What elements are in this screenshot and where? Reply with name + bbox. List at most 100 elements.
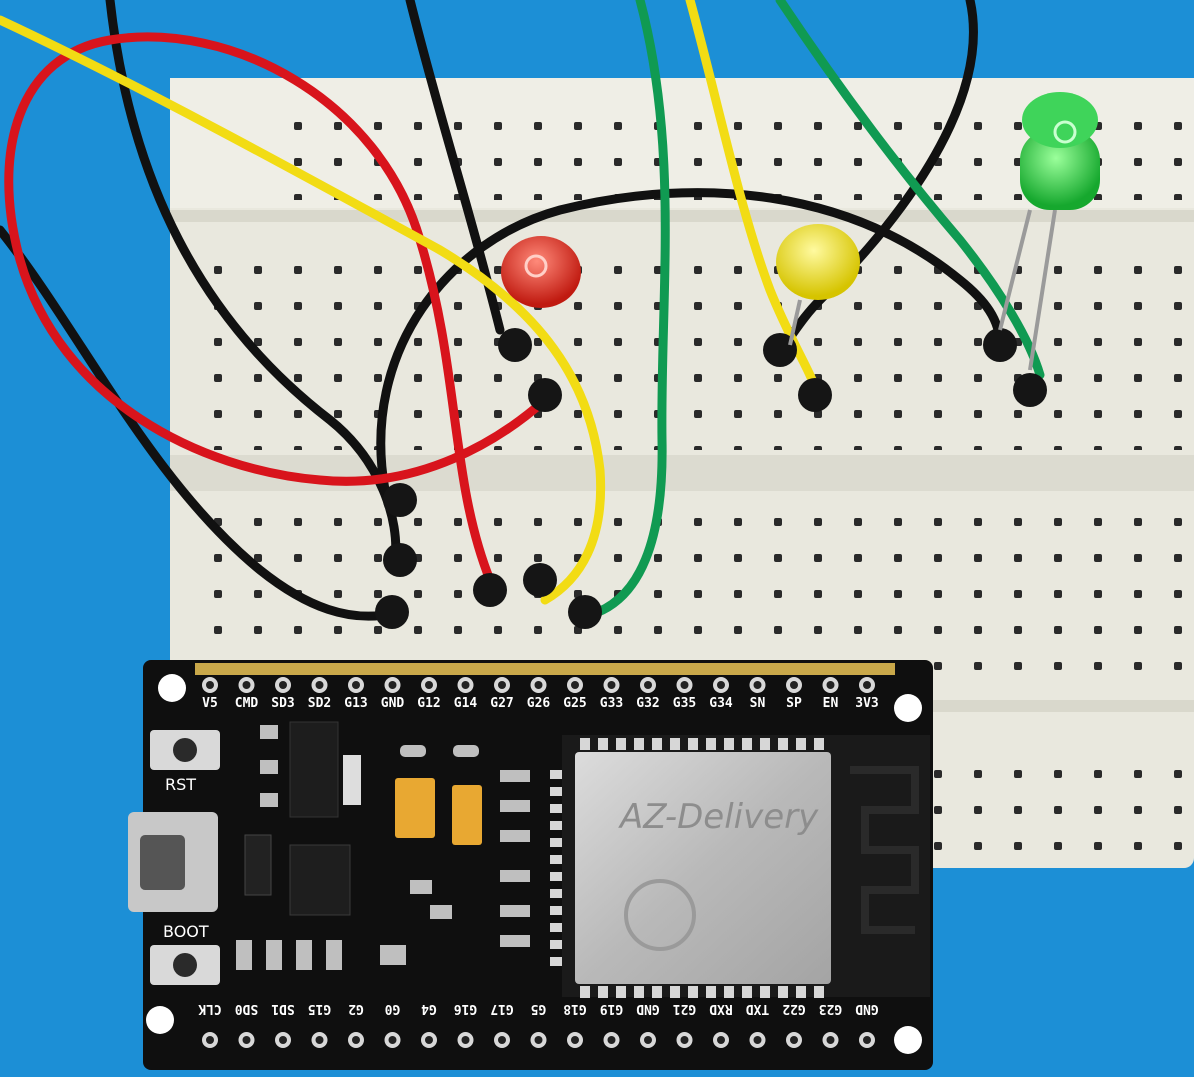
led-yellow	[776, 224, 860, 346]
module-pad	[550, 838, 562, 847]
module-pad	[652, 738, 662, 750]
bottom-pin-label: GND	[636, 1001, 660, 1016]
top-pin-label: 3V3	[855, 696, 878, 711]
module-pad	[550, 770, 562, 779]
module-pad	[580, 738, 590, 750]
top-pin-label: SD2	[308, 696, 331, 711]
voltage-regulator	[289, 721, 339, 818]
bottom-pin-label: SD1	[271, 1001, 295, 1016]
top-pin-label: SN	[750, 696, 766, 711]
module-brand-label: AZ-Delivery	[618, 797, 819, 837]
black-wire-4	[376, 188, 1005, 495]
module-pad	[724, 738, 734, 750]
capacitor-1	[395, 778, 435, 838]
module-pad	[778, 986, 788, 998]
bottom-pin-label: G22	[782, 1001, 805, 1016]
module-pad	[814, 986, 824, 998]
module-pad	[550, 855, 562, 864]
boot-button[interactable]	[150, 945, 220, 985]
top-header-pins	[202, 677, 875, 693]
module-pad	[670, 738, 680, 750]
smd-components	[236, 725, 530, 970]
module-pad	[634, 738, 644, 750]
top-pin-label: G12	[417, 696, 440, 711]
bottom-pin-label: G2	[348, 1001, 364, 1016]
bottom-pin-label: G4	[421, 1001, 437, 1016]
bottom-pin-label: TXD	[746, 1001, 770, 1016]
terminal-strip-bottom-holes	[195, 500, 1194, 690]
bottom-pin-label: RXD	[709, 1001, 733, 1016]
module-pad	[550, 804, 562, 813]
top-pin-label: G32	[636, 696, 659, 711]
bottom-pin-label: SD0	[235, 1001, 259, 1016]
module-pad	[760, 738, 770, 750]
top-pin-label: SD3	[271, 696, 294, 711]
top-pin-label: V5	[202, 696, 218, 711]
boot-label: BOOT	[163, 922, 209, 941]
yellow-wire-1	[0, 15, 606, 605]
top-pin-label: GND	[381, 696, 405, 711]
module-pad	[688, 738, 698, 750]
module-pad	[550, 923, 562, 932]
module-pad	[670, 986, 680, 998]
module-pad	[550, 787, 562, 796]
module-pad	[550, 940, 562, 949]
led-green	[998, 92, 1100, 371]
bottom-pin-label: G19	[600, 1001, 623, 1016]
module-pad	[724, 986, 734, 998]
led-red	[501, 236, 581, 308]
bottom-pin-label: CLK	[198, 1001, 222, 1016]
top-pin-label: G25	[563, 696, 586, 711]
top-pin-label: EN	[823, 696, 839, 711]
bottom-pin-label: G16	[454, 1001, 478, 1016]
module-pad	[580, 986, 590, 998]
module-pad	[616, 986, 626, 998]
module-pad	[742, 738, 752, 750]
bottom-header-pins	[202, 1032, 875, 1048]
yellow-wire-2	[685, 0, 823, 400]
module-pad	[634, 986, 644, 998]
top-pin-label: G13	[344, 696, 367, 711]
rst-label: RST	[165, 775, 196, 794]
usb-uart-chip	[289, 844, 351, 916]
module-pad	[598, 738, 608, 750]
bottom-pin-label: G5	[531, 1001, 547, 1016]
top-pin-label: G26	[527, 696, 551, 711]
top-pin-label: G35	[673, 696, 696, 711]
black-wire-5	[775, 0, 978, 355]
top-pin-label: G33	[600, 696, 623, 711]
top-pin-label: G27	[490, 696, 513, 711]
module-pad	[550, 957, 562, 966]
pcb-antenna	[850, 766, 919, 934]
wire-plugs	[375, 328, 1047, 629]
top-pin-label: G34	[709, 696, 733, 711]
module-pad	[550, 906, 562, 915]
module-pad	[652, 986, 662, 998]
capacitor-2	[452, 785, 482, 845]
bottom-pin-label: G23	[819, 1001, 842, 1016]
black-wire-2	[0, 225, 390, 621]
red-wire	[4, 32, 550, 585]
module-pad	[550, 821, 562, 830]
bottom-pin-label: G21	[673, 1001, 697, 1016]
module-pad	[706, 986, 716, 998]
bottom-pin-label: G0	[385, 1001, 401, 1016]
module-pad	[616, 738, 626, 750]
top-pin-label: CMD	[235, 696, 259, 711]
jumper-wires	[0, 0, 1045, 621]
micro-usb-port[interactable]	[128, 812, 218, 912]
module-pad	[814, 738, 824, 750]
module-pad	[550, 872, 562, 881]
module-pad	[550, 889, 562, 898]
module-pad	[742, 986, 752, 998]
green-wire-1	[585, 0, 670, 620]
module-pad	[760, 986, 770, 998]
module-pad	[598, 986, 608, 998]
power-rail-bottom-holes	[930, 770, 1194, 850]
module-pad	[688, 986, 698, 998]
top-pin-label: SP	[786, 696, 802, 711]
rst-button[interactable]	[150, 730, 220, 770]
bottom-pin-label: G17	[490, 1001, 513, 1016]
